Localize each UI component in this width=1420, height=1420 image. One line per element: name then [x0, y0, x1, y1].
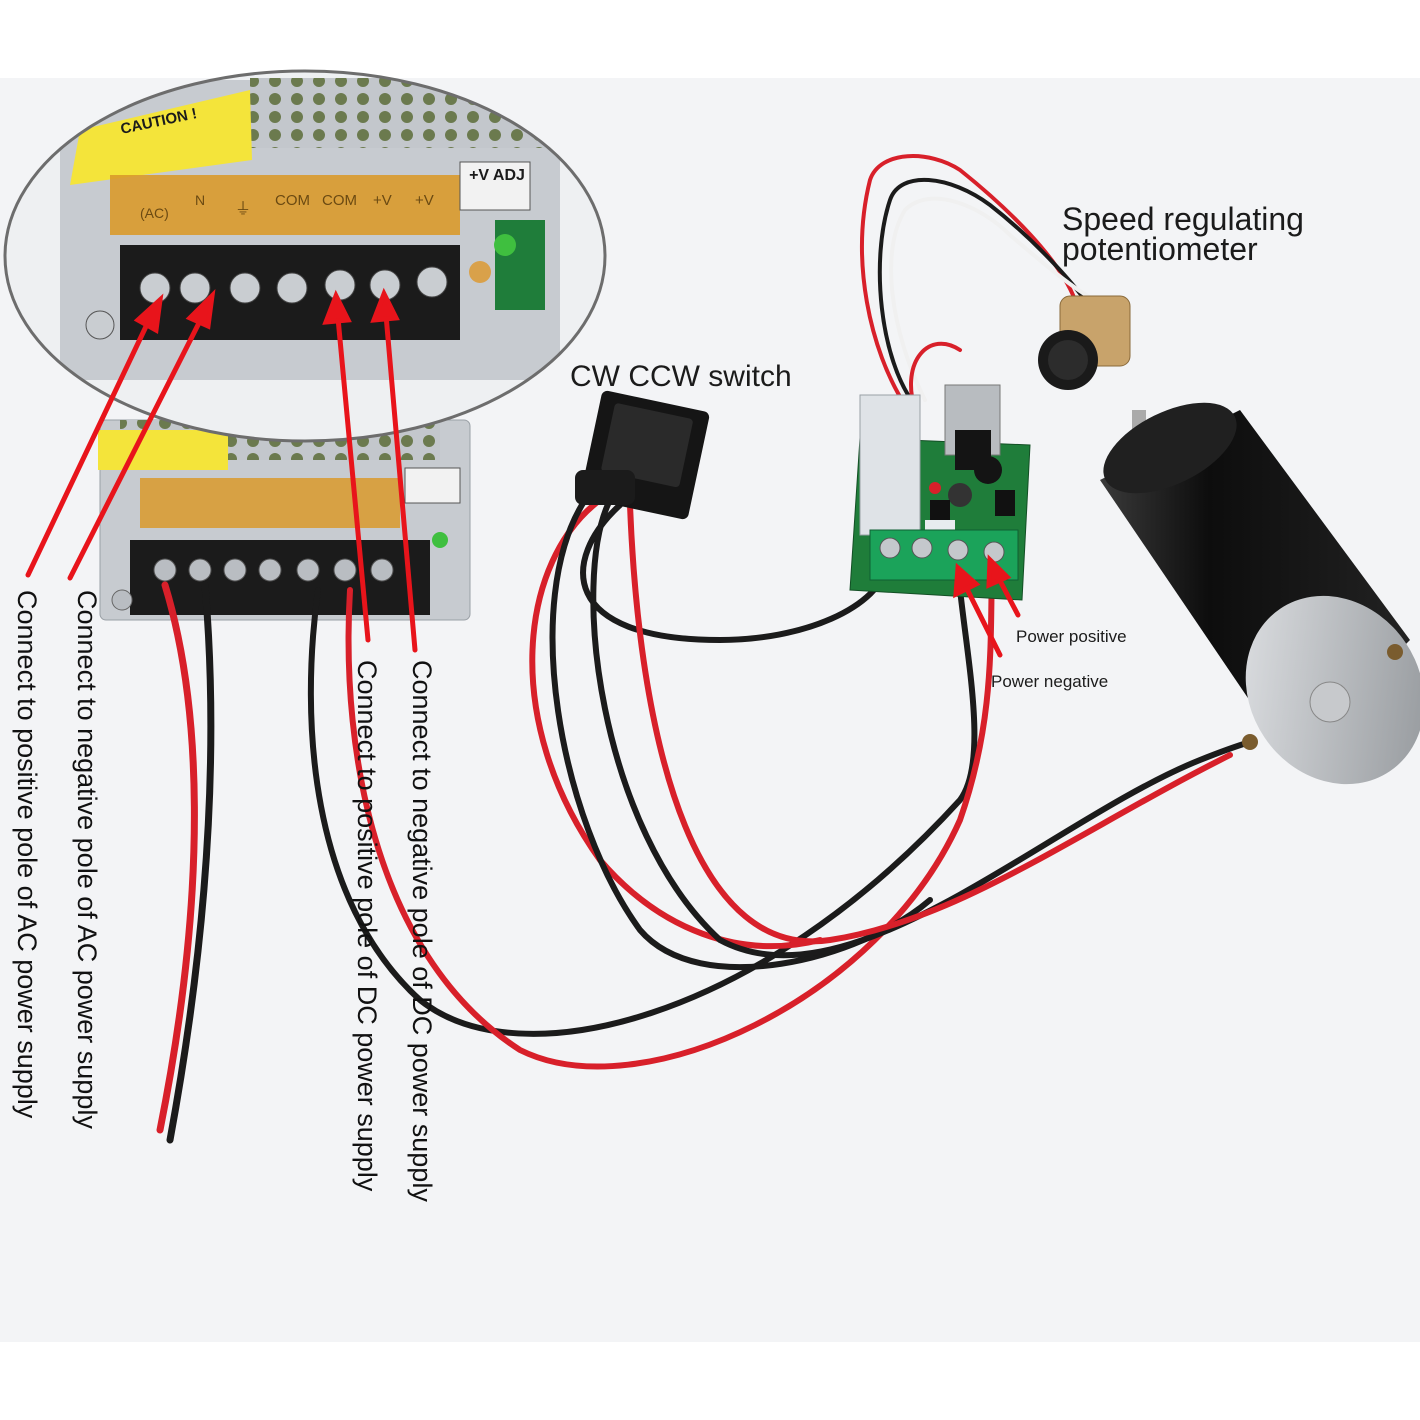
terminal-v-2: +V: [415, 192, 434, 209]
terminal-ground: ⏚: [235, 201, 252, 218]
power-negative-label: Power negative: [991, 672, 1109, 691]
caution-sticker-lower: [98, 430, 228, 470]
heatsink: [859, 394, 921, 536]
dc-positive-label: Connect to positive pole of DC power sup…: [352, 660, 382, 1192]
terminal-label-strip: [110, 175, 460, 235]
cw-ccw-switch: [575, 390, 710, 520]
power-supply-lower: [98, 419, 471, 621]
power-positive-label: Power positive: [1016, 627, 1127, 646]
magnified-terminal-view: [3, 69, 607, 443]
potentiometer-label-line-2: potentiometer: [1062, 231, 1258, 267]
motor-controller-board: [849, 384, 1031, 601]
terminal-n: N: [195, 192, 206, 208]
terminal-com-1: COM: [275, 192, 310, 209]
caution-sticker: [70, 90, 252, 185]
terminal-v-1: +V: [373, 192, 392, 209]
ac-positive-label: Connect to positive pole of AC power sup…: [12, 590, 42, 1119]
adj-label: +V ADJ: [469, 167, 525, 184]
ac-negative-label: Connect to negative pole of AC power sup…: [72, 590, 102, 1129]
terminal-ac: (AC): [140, 205, 169, 221]
speed-potentiometer: [1038, 295, 1131, 390]
dc-negative-label: Connect to negative pole of DC power sup…: [407, 660, 437, 1202]
pointer-arrows: [25, 287, 1021, 658]
wires: [156, 154, 1253, 1144]
dc-motor: [1100, 402, 1420, 785]
switch-label: CW CCW switch: [570, 360, 792, 393]
terminal-com-2: COM: [322, 192, 357, 209]
terminal-label-strip-lower: [140, 478, 400, 528]
potentiometer-label-line-1: Speed regulating: [1062, 201, 1304, 237]
